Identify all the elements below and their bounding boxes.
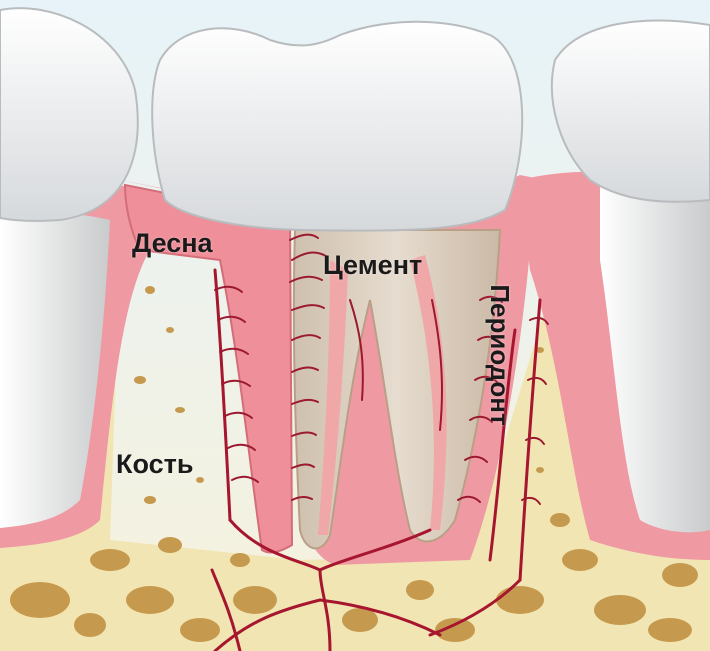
central-crown xyxy=(152,22,522,231)
label-bone: Кость xyxy=(116,449,193,480)
label-cement: Цемент xyxy=(323,250,422,281)
label-gum: Десна xyxy=(132,228,213,259)
label-periodontium: Периодонт xyxy=(484,235,515,475)
